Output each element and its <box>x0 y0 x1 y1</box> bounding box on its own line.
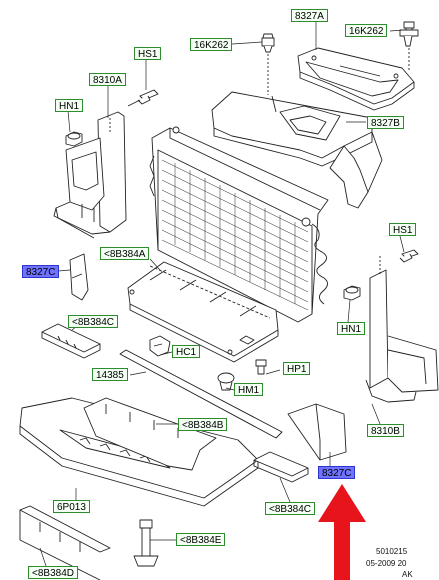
callout-8b384a: <8B384A <box>100 247 150 260</box>
strip-14385 <box>119 349 283 439</box>
small-bracket-8327c-right <box>287 403 347 461</box>
footer-date: 05-2009 20 <box>366 559 407 568</box>
right-air-deflector-8310b <box>365 256 439 403</box>
radiator-upper-shroud-8327b <box>211 91 383 209</box>
callout-hs1-left: HS1 <box>134 47 162 60</box>
callout-8327c-right: 8327C <box>318 466 356 479</box>
leader-lines <box>39 20 405 567</box>
callout-hn1-left: HN1 <box>55 99 84 112</box>
callout-8b384e: <8B384E <box>176 533 226 546</box>
fastener-hp1 <box>255 359 267 375</box>
callout-8327b: 8327B <box>367 116 404 129</box>
callout-hn1-right: HN1 <box>337 322 366 335</box>
callout-8327a: 8327A <box>291 9 328 22</box>
upper-bracket-8327a <box>297 47 415 111</box>
callout-8310a: 8310A <box>89 73 126 86</box>
callout-hp1: HP1 <box>283 362 311 375</box>
callout-16k262-left: 16K262 <box>190 38 233 51</box>
callout-8310b: 8310B <box>367 424 404 437</box>
bolt-hs1-right <box>399 249 419 263</box>
small-bracket-8327c-left <box>69 253 89 301</box>
deflector-8b384b <box>83 397 217 471</box>
nut-hn1-right <box>343 285 361 301</box>
callout-8b384d: <8B384D <box>28 566 78 579</box>
nut-hn1-left <box>65 131 83 147</box>
radiator-core <box>149 126 329 323</box>
callout-8327c-left: 8327C <box>22 265 60 278</box>
callout-hs1-right: HS1 <box>389 223 417 236</box>
callout-8b384c-left: <8B384C <box>68 315 118 328</box>
footer-reference-number: 5010215 <box>376 547 408 556</box>
clip-hc1 <box>149 335 171 357</box>
callout-hm1: HM1 <box>234 383 264 396</box>
callout-8b384b: <8B384B <box>178 418 228 431</box>
fastener-hm1 <box>217 372 235 391</box>
callout-6p013: 6P013 <box>53 500 90 513</box>
red-arrow-indicator <box>318 484 366 580</box>
callout-14385: 14385 <box>92 368 128 381</box>
pad-8b384c-right <box>253 451 309 483</box>
left-air-deflector-8310a <box>53 111 127 239</box>
push-pin-fastener-right <box>399 21 419 72</box>
callout-8b384c-right: <8B384C <box>265 502 315 515</box>
bolt-hs1-left <box>127 89 159 107</box>
callout-16k262-right: 16K262 <box>345 24 388 37</box>
clip-8b384e <box>133 519 159 567</box>
callout-hc1: HC1 <box>172 345 201 358</box>
push-pin-fastener-center <box>261 33 275 95</box>
pad-8b384c-left <box>41 323 101 359</box>
footer-code: AK <box>402 570 413 579</box>
lower-support-panel-8b384a <box>127 261 279 363</box>
